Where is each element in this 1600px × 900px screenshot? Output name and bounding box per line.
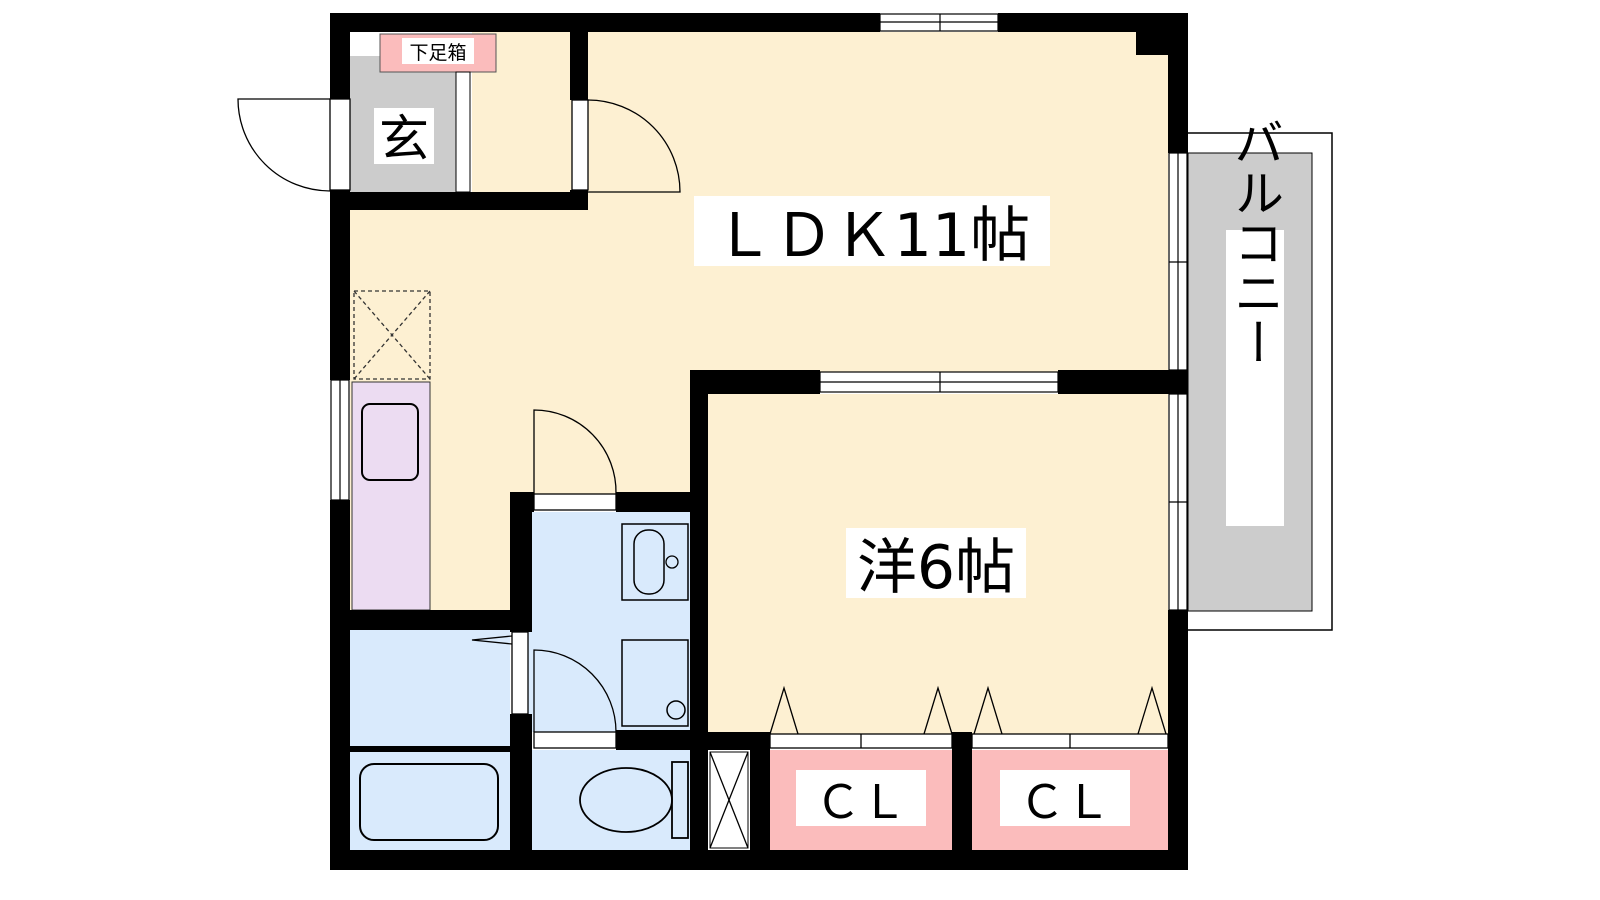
shoe-box-label: 下足箱 <box>409 42 466 64</box>
bathroom-floor <box>350 750 510 850</box>
closet-doors <box>769 685 1169 749</box>
ldk-label: ＬＤＫ11帖 <box>714 201 1030 271</box>
toilet-floor <box>528 750 690 850</box>
closet-1-label: ＣＬ <box>815 775 907 829</box>
genkan-label: 玄 <box>379 110 429 168</box>
toilet <box>579 761 689 839</box>
hall-door <box>587 99 681 193</box>
washroom-door <box>533 409 617 495</box>
doors <box>237 98 681 749</box>
washing-machine <box>621 639 689 727</box>
label-backgrounds <box>374 108 1130 826</box>
toilet-door <box>533 649 617 733</box>
walls <box>330 13 1188 870</box>
bathtub <box>359 763 499 841</box>
room-fills <box>350 32 1168 850</box>
storage-box <box>709 751 749 849</box>
fixtures <box>353 33 749 849</box>
western-room-label: 洋6帖 <box>857 533 1015 603</box>
entrance-door <box>237 98 331 192</box>
kitchen-sink <box>361 403 419 481</box>
balcony-label: バルコニー <box>1226 117 1284 367</box>
balcony <box>1185 132 1333 631</box>
laundry-floor <box>350 630 510 748</box>
fridge-space <box>353 290 431 380</box>
wash-basin <box>621 523 689 601</box>
closet-2-label: ＣＬ <box>1019 775 1111 829</box>
windows <box>330 13 1188 611</box>
